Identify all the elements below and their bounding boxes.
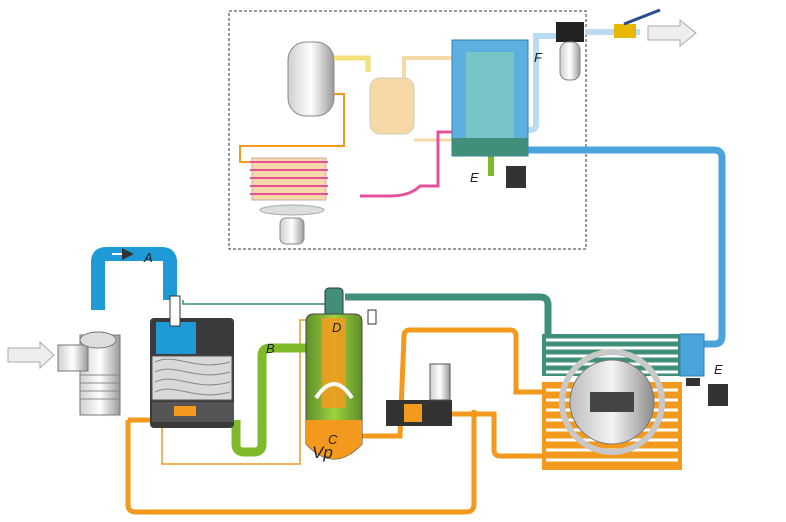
label-vp: Vp [312,443,333,462]
label-e-right: E [714,362,723,377]
refrigerant-expansion-line [239,93,345,163]
dryer-fan-motor [259,204,325,245]
label-f: F [534,50,543,65]
drain-top [488,156,526,188]
oil-to-cooler-pipe [360,327,545,439]
label-b: B [266,341,275,356]
cooling-fan [559,349,665,455]
dryer-outlet-pipe [516,33,556,133]
outlet-arrow-icon [647,18,697,48]
label-e-top: E [470,170,479,185]
drain-right [686,378,728,406]
oil-return-pipe [125,410,477,515]
condenser-coil [250,157,328,201]
refrigerant-liquid-line [334,55,371,72]
label-a: A [143,250,153,265]
intake-pipe-a [91,247,177,310]
oil-cooler-return [452,411,545,459]
compressed-air-pipe [345,293,552,334]
refrigerant-receiver [287,41,335,117]
refrigerant-hot-line [360,130,452,198]
air-dryer-exchanger [451,39,529,157]
dried-air-pipe [524,146,726,348]
dryer-enclosure [228,10,587,250]
oil-injection-pipe-b [231,343,318,457]
refrigerant-gas-line [402,56,452,78]
label-c: C [328,432,338,447]
thin-oil-line [161,319,315,465]
compressor-element [150,295,234,428]
oil-separator [305,287,377,460]
thermostatic-valve [386,363,452,426]
outlet-filter [556,22,584,81]
outlet-valve [614,8,661,38]
thin-control-line [182,300,330,305]
heat-exchanger-vessel [369,77,415,135]
intake-filter [57,331,121,416]
inlet-arrow-icon [7,340,55,370]
label-d: D [332,320,341,335]
